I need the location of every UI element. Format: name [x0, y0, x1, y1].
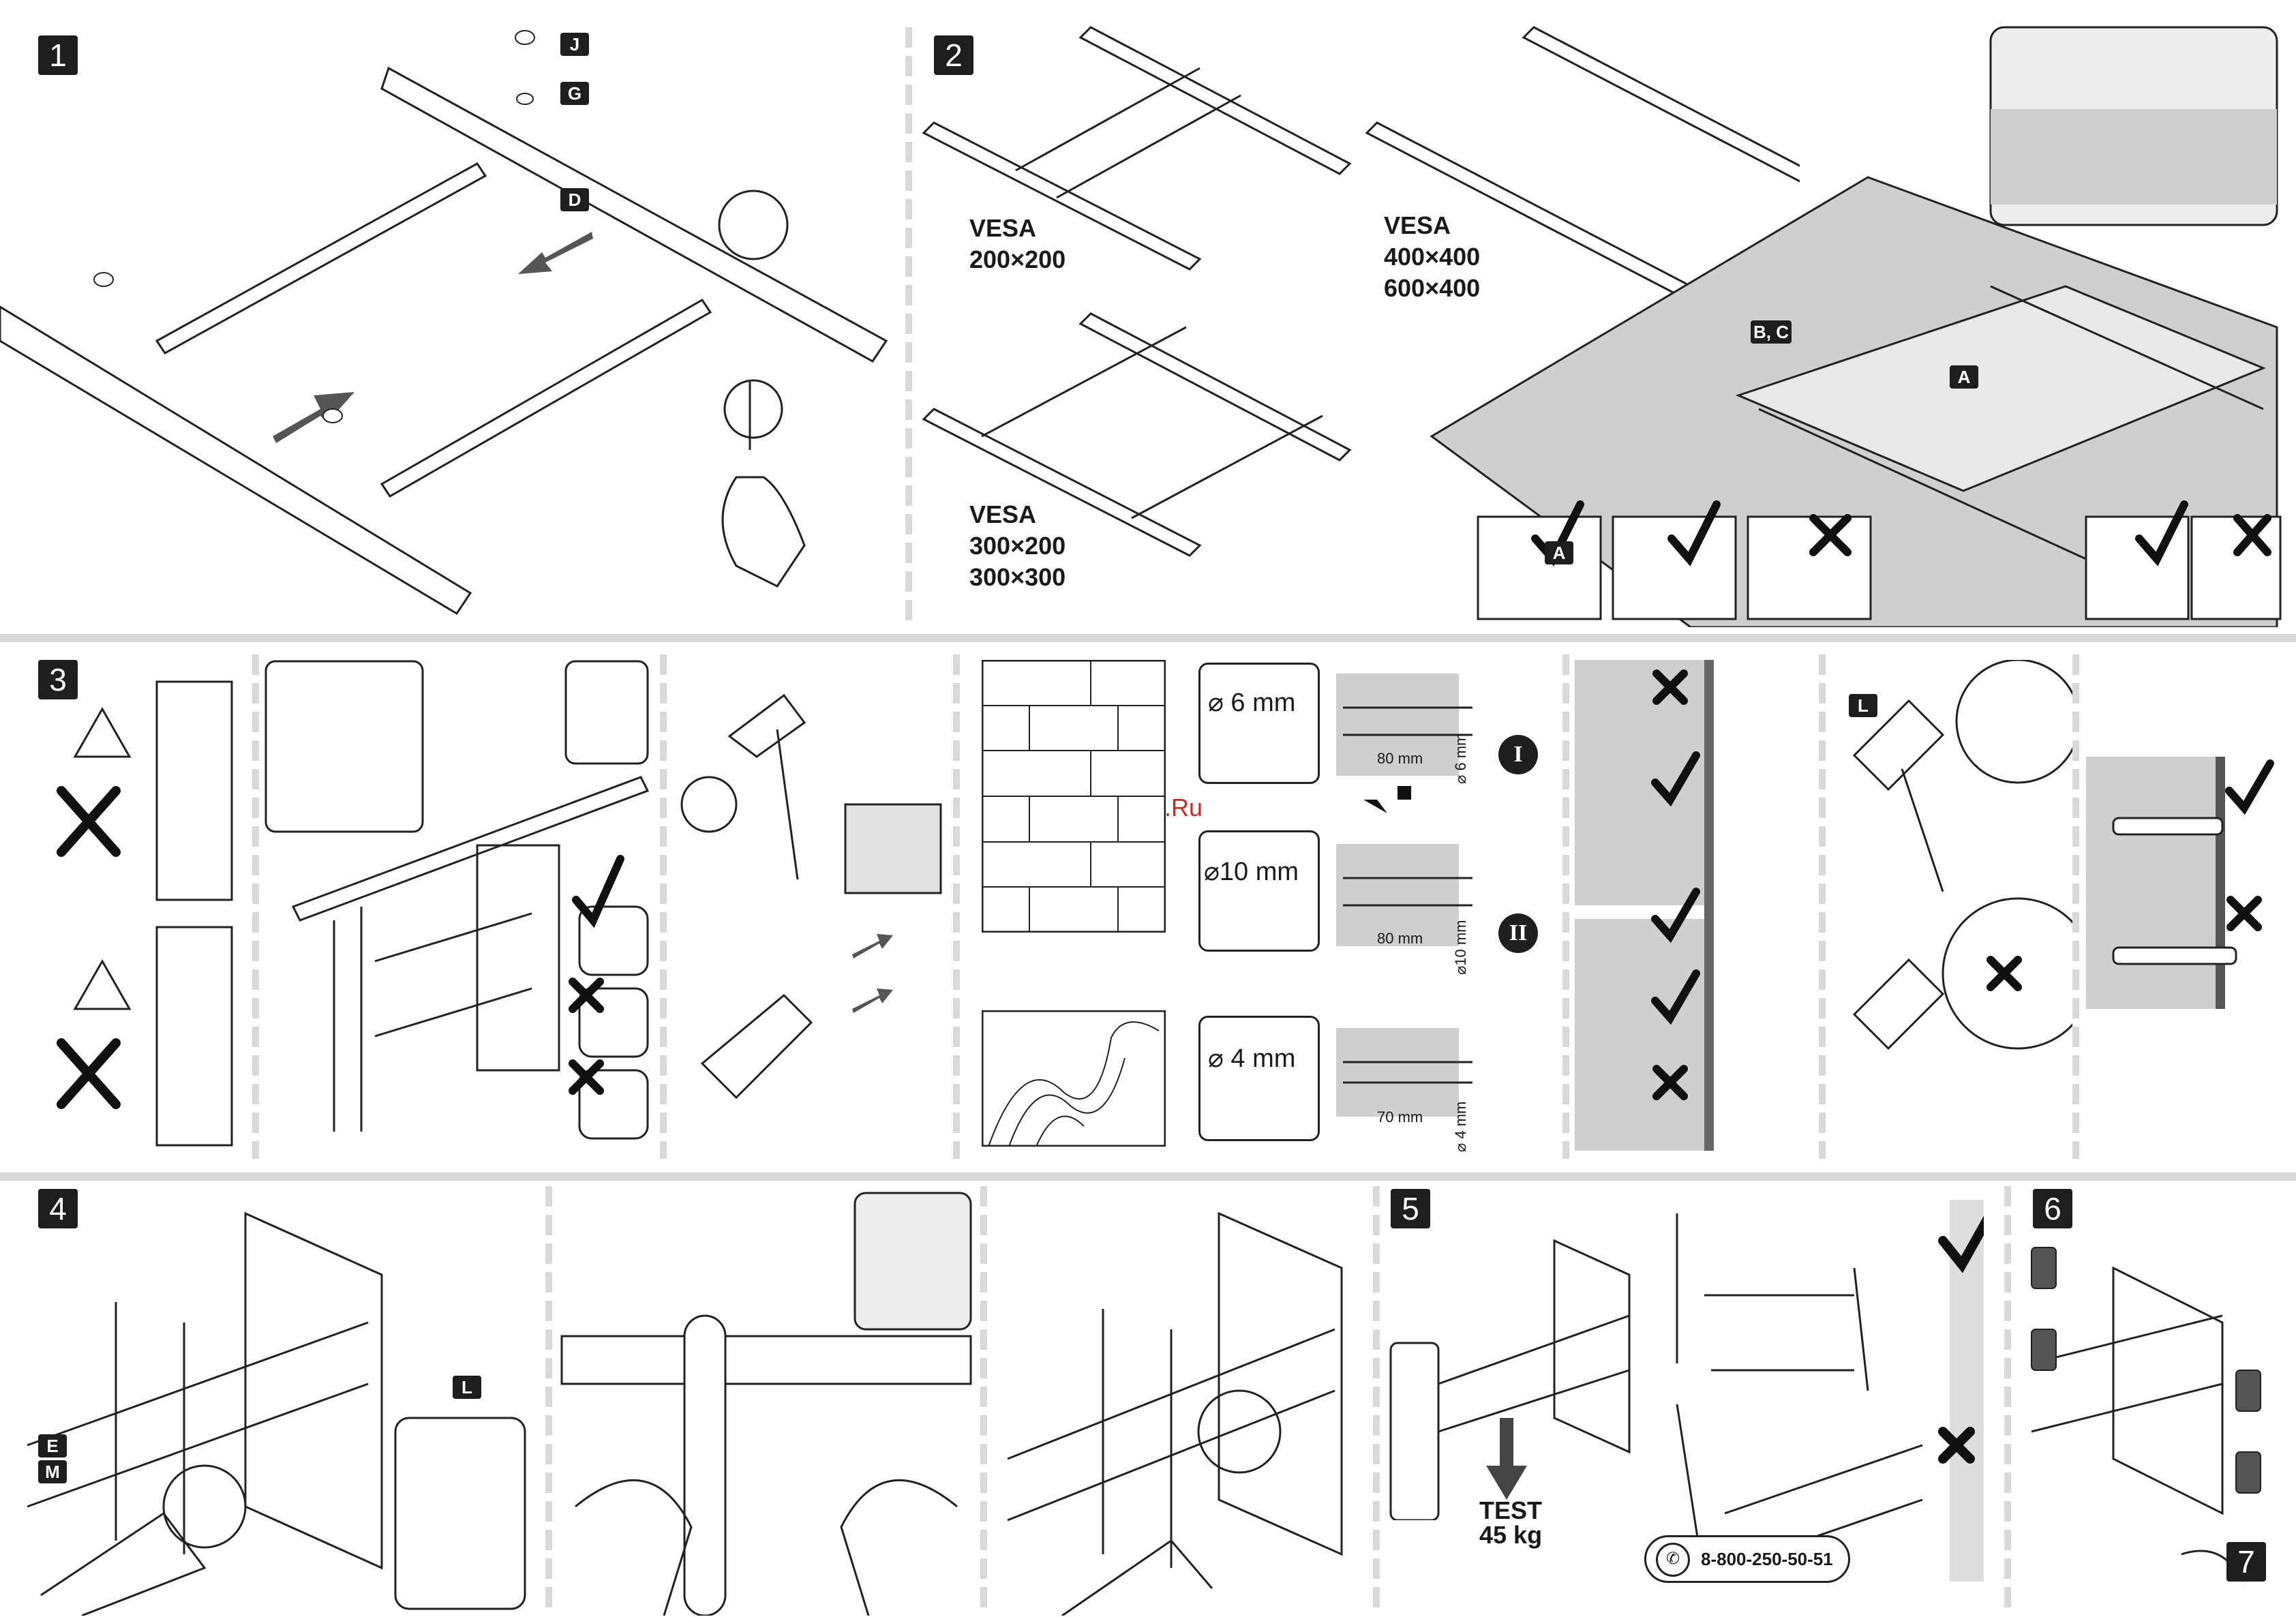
- drill-bit-6mm-label: ⌀ 6 mm: [1208, 687, 1295, 718]
- wall-hazard-illustration: [27, 654, 245, 1159]
- level-bracket-illustration: [259, 654, 654, 1159]
- part-label-j: J: [560, 33, 589, 56]
- part-label-a: A: [1950, 365, 1978, 389]
- depth-label-1: 80 mm: [1377, 750, 1423, 768]
- diameter-label-3: ⌀ 4 mm: [1452, 1102, 1470, 1152]
- diameter-label-2: ⌀10 mm: [1452, 920, 1470, 975]
- drill-bit-4mm-box: [1198, 1016, 1320, 1141]
- depth-label-3: 70 mm: [1377, 1108, 1423, 1126]
- part-label-g: G: [560, 82, 589, 105]
- col-separator-4b: [980, 1186, 987, 1609]
- drill-bit-6mm-box: [1198, 663, 1320, 784]
- vesa-200-label: VESA 200×200: [969, 213, 1066, 275]
- tv-back-illustration: [1377, 0, 2291, 627]
- depth-label-2: 80 mm: [1377, 930, 1423, 948]
- part-label-e: E: [38, 1434, 67, 1457]
- col-separator-3f: [2072, 654, 2079, 1159]
- stage-ii-badge: II: [1498, 913, 1538, 953]
- brick-wall-illustration: [982, 660, 1166, 933]
- step-1-illustration: [0, 0, 900, 627]
- stage-i-badge: I: [1498, 735, 1538, 774]
- col-separator-4d: [2004, 1186, 2011, 1609]
- part-label-l-step3: L: [1849, 694, 1877, 717]
- vesa-300-label: VESA 300×200 300×300: [969, 499, 1066, 593]
- row-separator-1: [0, 634, 2296, 642]
- col-separator-3c: [953, 654, 960, 1159]
- installation-check-illustration: [1663, 1200, 1984, 1582]
- col-separator-4a: [545, 1186, 552, 1609]
- diameter-label-1: ⌀ 6 mm: [1452, 734, 1470, 784]
- load-test-illustration: [1384, 1227, 1657, 1520]
- col-separator-3d: [1562, 654, 1569, 1159]
- step-5-badge: 5: [1391, 1189, 1430, 1228]
- part-label-l-step4: L: [453, 1376, 481, 1399]
- marking-drilling-illustration: [675, 654, 948, 1159]
- step-7-badge: 7: [2226, 1542, 2266, 1582]
- support-phone[interactable]: ✆ 8-800-250-50-51: [1644, 1535, 1850, 1583]
- final-tightening-illustration: [994, 1186, 1376, 1616]
- col-separator-1-2: [905, 27, 912, 627]
- step-6-badge: 6: [2033, 1189, 2072, 1228]
- col-separator-3a: [252, 654, 259, 1159]
- support-phone-number: 8-800-250-50-51: [1701, 1549, 1833, 1569]
- phone-icon: ✆: [1656, 1543, 1690, 1577]
- wall-plate-mounting-illustration: [0, 1186, 532, 1616]
- load-test-label: TEST 45 kg: [1479, 1498, 1542, 1547]
- row-separator-2: [0, 1173, 2296, 1181]
- drill-bit-10mm-box: [1198, 830, 1320, 952]
- drill-bit-4mm-label: ⌀ 4 mm: [1208, 1043, 1295, 1074]
- part-label-m: M: [38, 1460, 67, 1483]
- drill-depth-diagrams: [1336, 660, 1561, 1151]
- hammer-anchor-illustration: [1834, 660, 2072, 1151]
- part-label-d: D: [560, 188, 589, 211]
- part-label-a-check: A: [1545, 541, 1573, 564]
- wood-texture-illustration: [982, 1010, 1166, 1147]
- drill-bit-10mm-label: ⌀10 mm: [1204, 856, 1299, 887]
- anchor-check-illustration: [1575, 660, 1820, 1151]
- level-check-illustration: [555, 1186, 978, 1616]
- anchor-depth-illustration: [2086, 757, 2296, 1016]
- col-separator-3b: [660, 654, 667, 1159]
- part-label-bc: B, C: [1751, 320, 1792, 344]
